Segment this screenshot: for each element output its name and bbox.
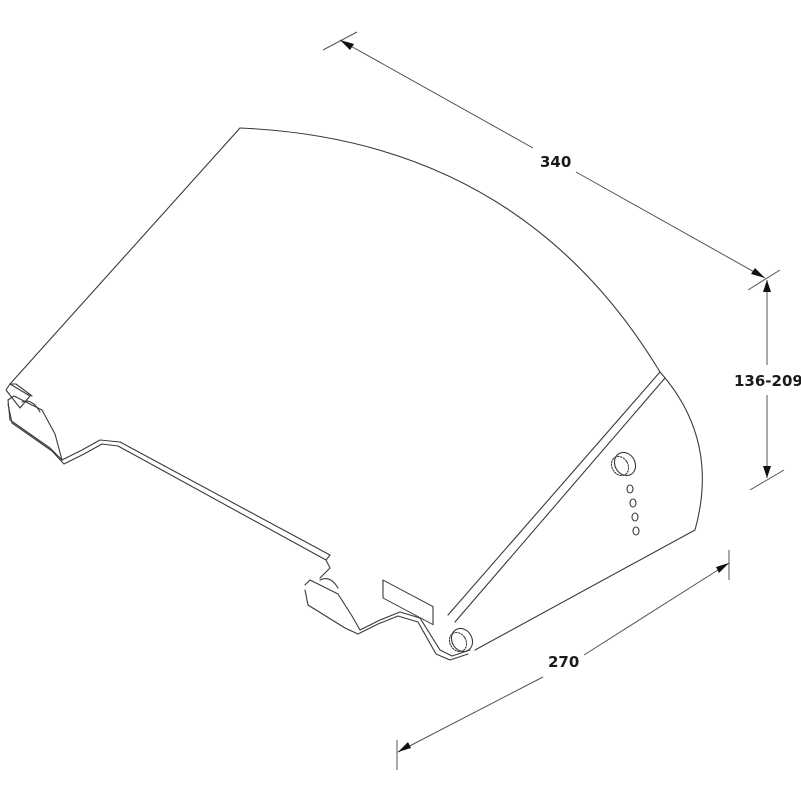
right-hook xyxy=(304,559,471,661)
dimension-width: 270 xyxy=(396,550,730,770)
adjustment-holes xyxy=(626,484,640,536)
hinge-knob-front xyxy=(448,627,474,653)
stand-top-plate xyxy=(9,127,703,651)
dimension-height-label: 136-209 xyxy=(734,372,801,390)
dimension-length-label: 340 xyxy=(540,153,571,171)
dimension-height: 136-209 xyxy=(734,280,801,491)
dimension-length: 340 xyxy=(322,31,781,291)
adjustment-knob xyxy=(610,451,637,477)
left-hook xyxy=(5,383,331,561)
dimension-width-label: 270 xyxy=(548,653,579,671)
label-plate xyxy=(382,579,434,626)
